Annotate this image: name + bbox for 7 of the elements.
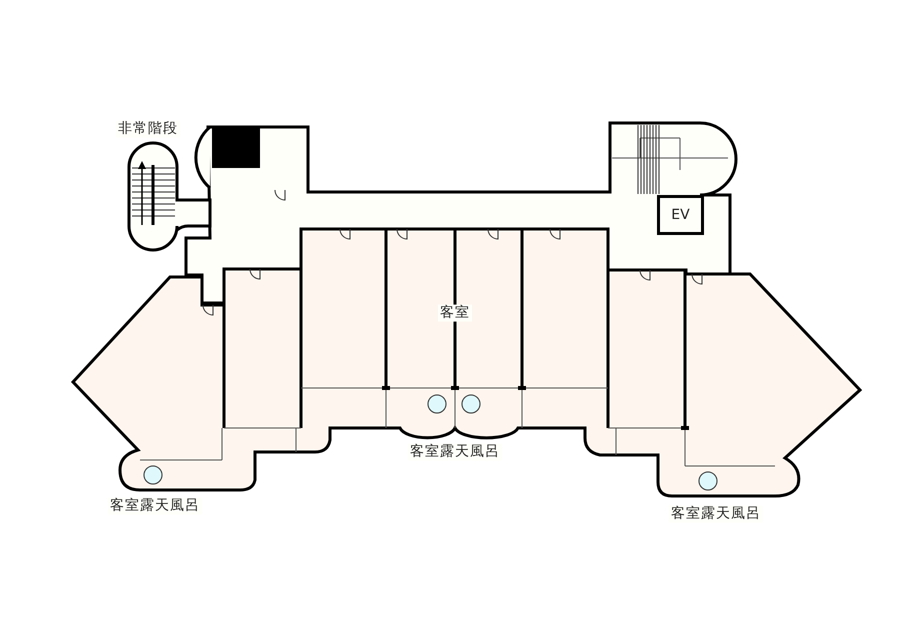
room-label: 客室露天風呂 [408, 444, 502, 460]
room-label: 客室露天風呂 [108, 498, 202, 514]
stair-label: 非常階段 [116, 120, 180, 138]
room-label: 客室 [438, 304, 472, 322]
room-label: 客室露天風呂 [669, 506, 763, 522]
elevator-label: EV [671, 207, 690, 223]
elevator-box [657, 195, 704, 235]
